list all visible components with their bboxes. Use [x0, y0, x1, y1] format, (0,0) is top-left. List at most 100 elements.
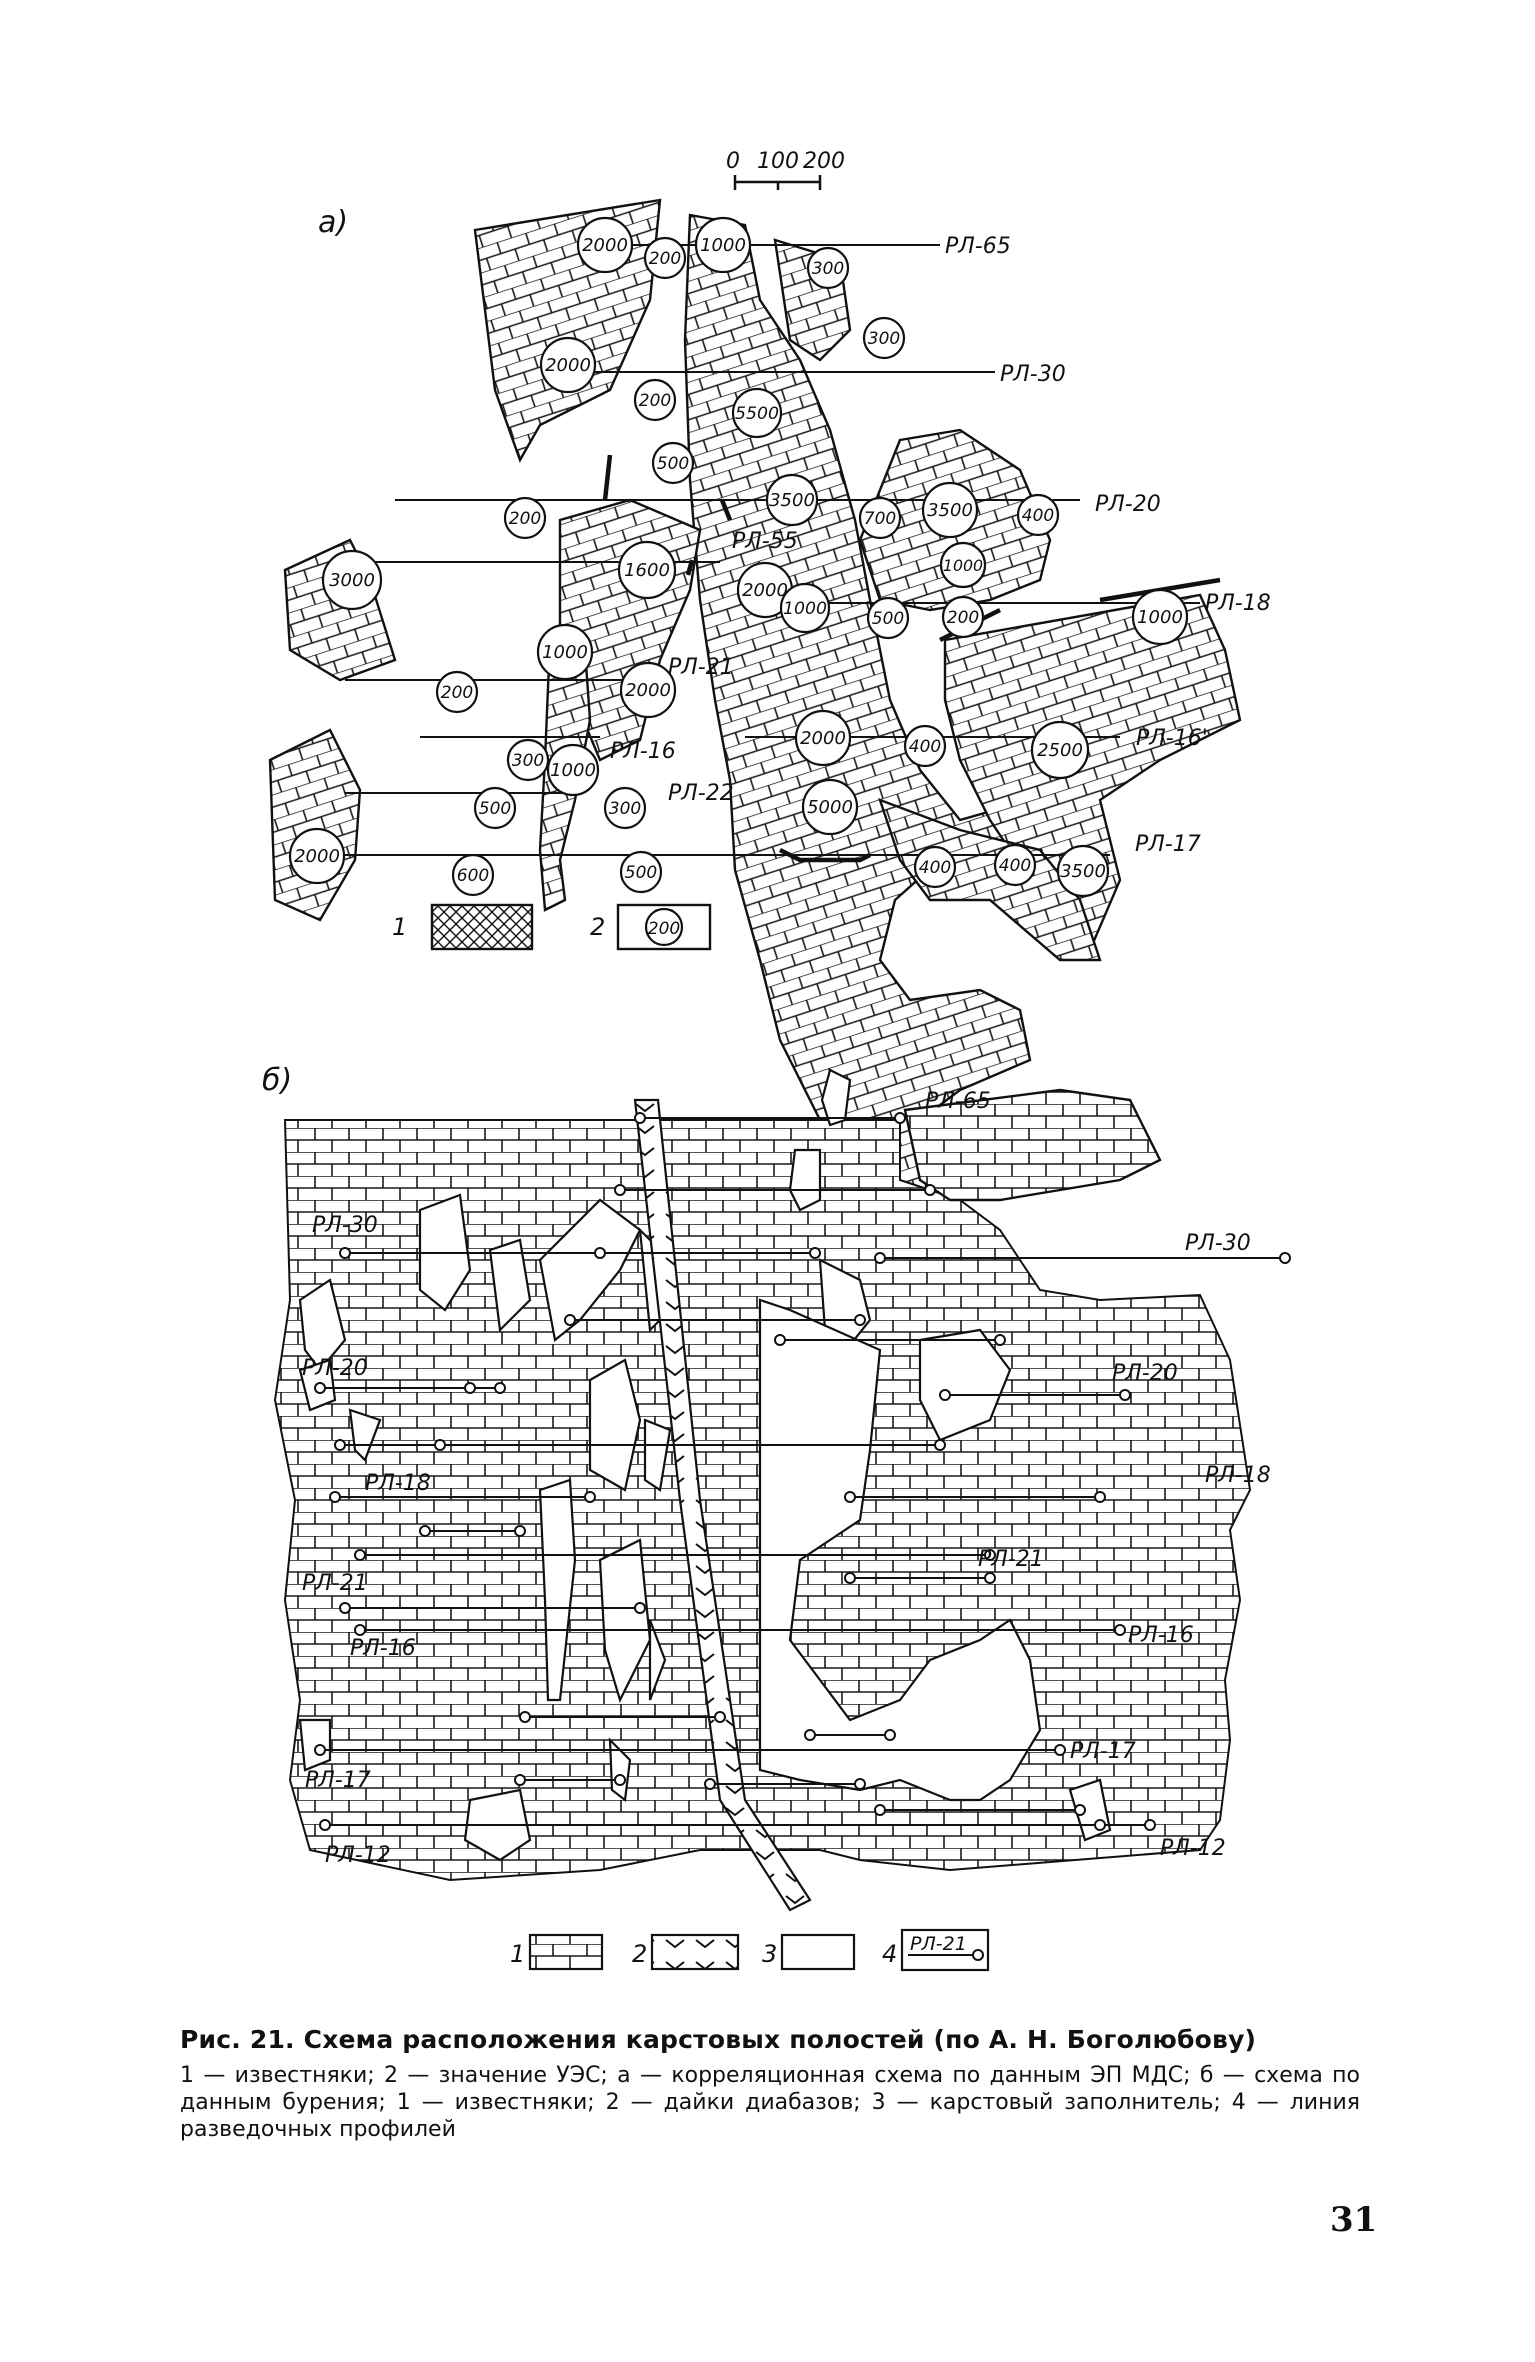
- profile-label: РЛ-30: [1185, 1231, 1251, 1256]
- ves-value: 200: [649, 249, 681, 269]
- profile-labels-a: РЛ-65 РЛ-30 РЛ-20 РЛ-18 РЛ-55 РЛ-21 РЛ-1…: [610, 234, 1271, 857]
- ves-point: 300: [506, 738, 550, 782]
- borehole-marker: [854, 1314, 866, 1326]
- page-number: 31: [1330, 2200, 1378, 2240]
- profile-label: РЛ-12: [325, 1843, 391, 1868]
- ves-point: 200: [633, 378, 677, 422]
- profile-label: РЛ-16: [610, 739, 676, 764]
- karst-body: [538, 1478, 577, 1702]
- ves-circle: [765, 473, 819, 527]
- scale-tick-0: 0: [726, 149, 740, 174]
- legend-b: 1 2 3 4 РЛ-21: [510, 1928, 990, 1972]
- ves-circle: [1016, 493, 1060, 537]
- ves-value: 5000: [807, 797, 853, 818]
- legend-a-2-num: 2: [590, 913, 605, 941]
- ves-value: 2500: [1037, 740, 1083, 761]
- ves-value: 200: [639, 391, 671, 411]
- ves-circle: [941, 595, 985, 639]
- legend-a-ves-sample: 200: [648, 919, 680, 939]
- ves-point: 400: [993, 843, 1037, 887]
- panel-b: б): [262, 1063, 1291, 1972]
- ves-value: 3500: [769, 490, 815, 511]
- borehole-marker: [1094, 1819, 1106, 1831]
- ves-point: 3500: [765, 473, 819, 527]
- legend-a-ves-circle: [644, 907, 684, 947]
- figure-caption: Рис. 21. Схема расположения карстовых по…: [180, 2025, 1360, 2143]
- borehole-marker: [1054, 1744, 1066, 1756]
- ves-value: 700: [864, 509, 896, 529]
- karst-body: [348, 1408, 382, 1462]
- scale-bar: 0 100 200: [726, 149, 845, 190]
- borehole-marker: [314, 1382, 326, 1394]
- ves-circle: [435, 670, 479, 714]
- borehole-marker: [854, 1778, 866, 1790]
- ves-point: 5500: [731, 387, 783, 439]
- ves-value: 500: [479, 799, 511, 819]
- karst-body: [608, 1737, 632, 1803]
- karst-body: [643, 1418, 672, 1492]
- borehole-marker: [614, 1774, 626, 1786]
- borehole-marker: [329, 1491, 341, 1503]
- borehole-marker: [354, 1549, 366, 1561]
- ves-value: 300: [812, 259, 844, 279]
- ves-value: 1000: [542, 642, 588, 663]
- ves-point: 300: [862, 316, 906, 360]
- ves-circle: [473, 786, 517, 830]
- ves-value: 2000: [800, 728, 846, 749]
- ves-value: 500: [872, 609, 904, 629]
- ves-circle: [903, 724, 947, 768]
- ves-point: 2000: [576, 216, 634, 274]
- scale-tick-200: 200: [803, 149, 845, 174]
- ves-point: 1000: [536, 623, 594, 681]
- karst-body: [648, 1619, 667, 1701]
- profile-label: РЛ-12: [1160, 1836, 1226, 1861]
- ves-value: 1000: [1137, 607, 1183, 628]
- ves-value: 3500: [1060, 861, 1106, 882]
- karst-body: [298, 1278, 347, 1372]
- ves-point: 2000: [736, 561, 794, 619]
- borehole-marker: [774, 1334, 786, 1346]
- ves-circle: [858, 496, 902, 540]
- ves-value: 3000: [329, 570, 375, 591]
- profile-label: РЛ-16': [1136, 726, 1208, 751]
- borehole-marker: [634, 1602, 646, 1614]
- ves-point: 3500: [921, 481, 979, 539]
- ves-circle: [321, 549, 383, 611]
- ves-circle: [288, 827, 346, 885]
- borehole-marker: [874, 1804, 886, 1816]
- ves-point: 200: [941, 595, 985, 639]
- profile-label: РЛ-18: [1205, 1463, 1271, 1488]
- borehole-marker: [1074, 1804, 1086, 1816]
- ves-circle: [921, 481, 979, 539]
- borehole-marker: [844, 1491, 856, 1503]
- ves-point: 400: [1016, 493, 1060, 537]
- legend-b-2-num: 2: [632, 1940, 647, 1968]
- ves-circle: [993, 843, 1037, 887]
- legend-b-dike-swatch: [650, 1933, 740, 1971]
- panel-a: а) 0 100 200: [268, 149, 1271, 1332]
- profile-label: РЛ-21: [668, 655, 734, 680]
- ves-circle: [913, 845, 957, 889]
- borehole-marker: [994, 1334, 1006, 1346]
- ves-point: 400: [913, 845, 957, 889]
- legend-b-profile-dot: [972, 1949, 984, 1961]
- ves-value: 1000: [700, 235, 746, 256]
- ves-value: 2000: [545, 355, 591, 376]
- ves-point: 2000: [288, 827, 346, 885]
- borehole-marker: [809, 1247, 821, 1259]
- caption-title: Рис. 21. Схема расположения карстовых по…: [180, 2025, 1257, 2054]
- profile-label: РЛ-21: [302, 1571, 368, 1596]
- karst-body: [918, 1328, 1012, 1442]
- ves-value: 1600: [624, 560, 670, 581]
- borehole-marker: [634, 1112, 646, 1124]
- borehole-marker: [939, 1389, 951, 1401]
- borehole-marker: [874, 1252, 886, 1264]
- ves-value: 400: [1022, 506, 1054, 526]
- ves-circle: [731, 387, 783, 439]
- diabase-dike: [633, 1098, 812, 1912]
- ves-point: 1000: [694, 216, 752, 274]
- ves-point: 1000: [779, 582, 831, 634]
- ves-value: 300: [868, 329, 900, 349]
- profile-label: РЛ-65: [945, 234, 1011, 259]
